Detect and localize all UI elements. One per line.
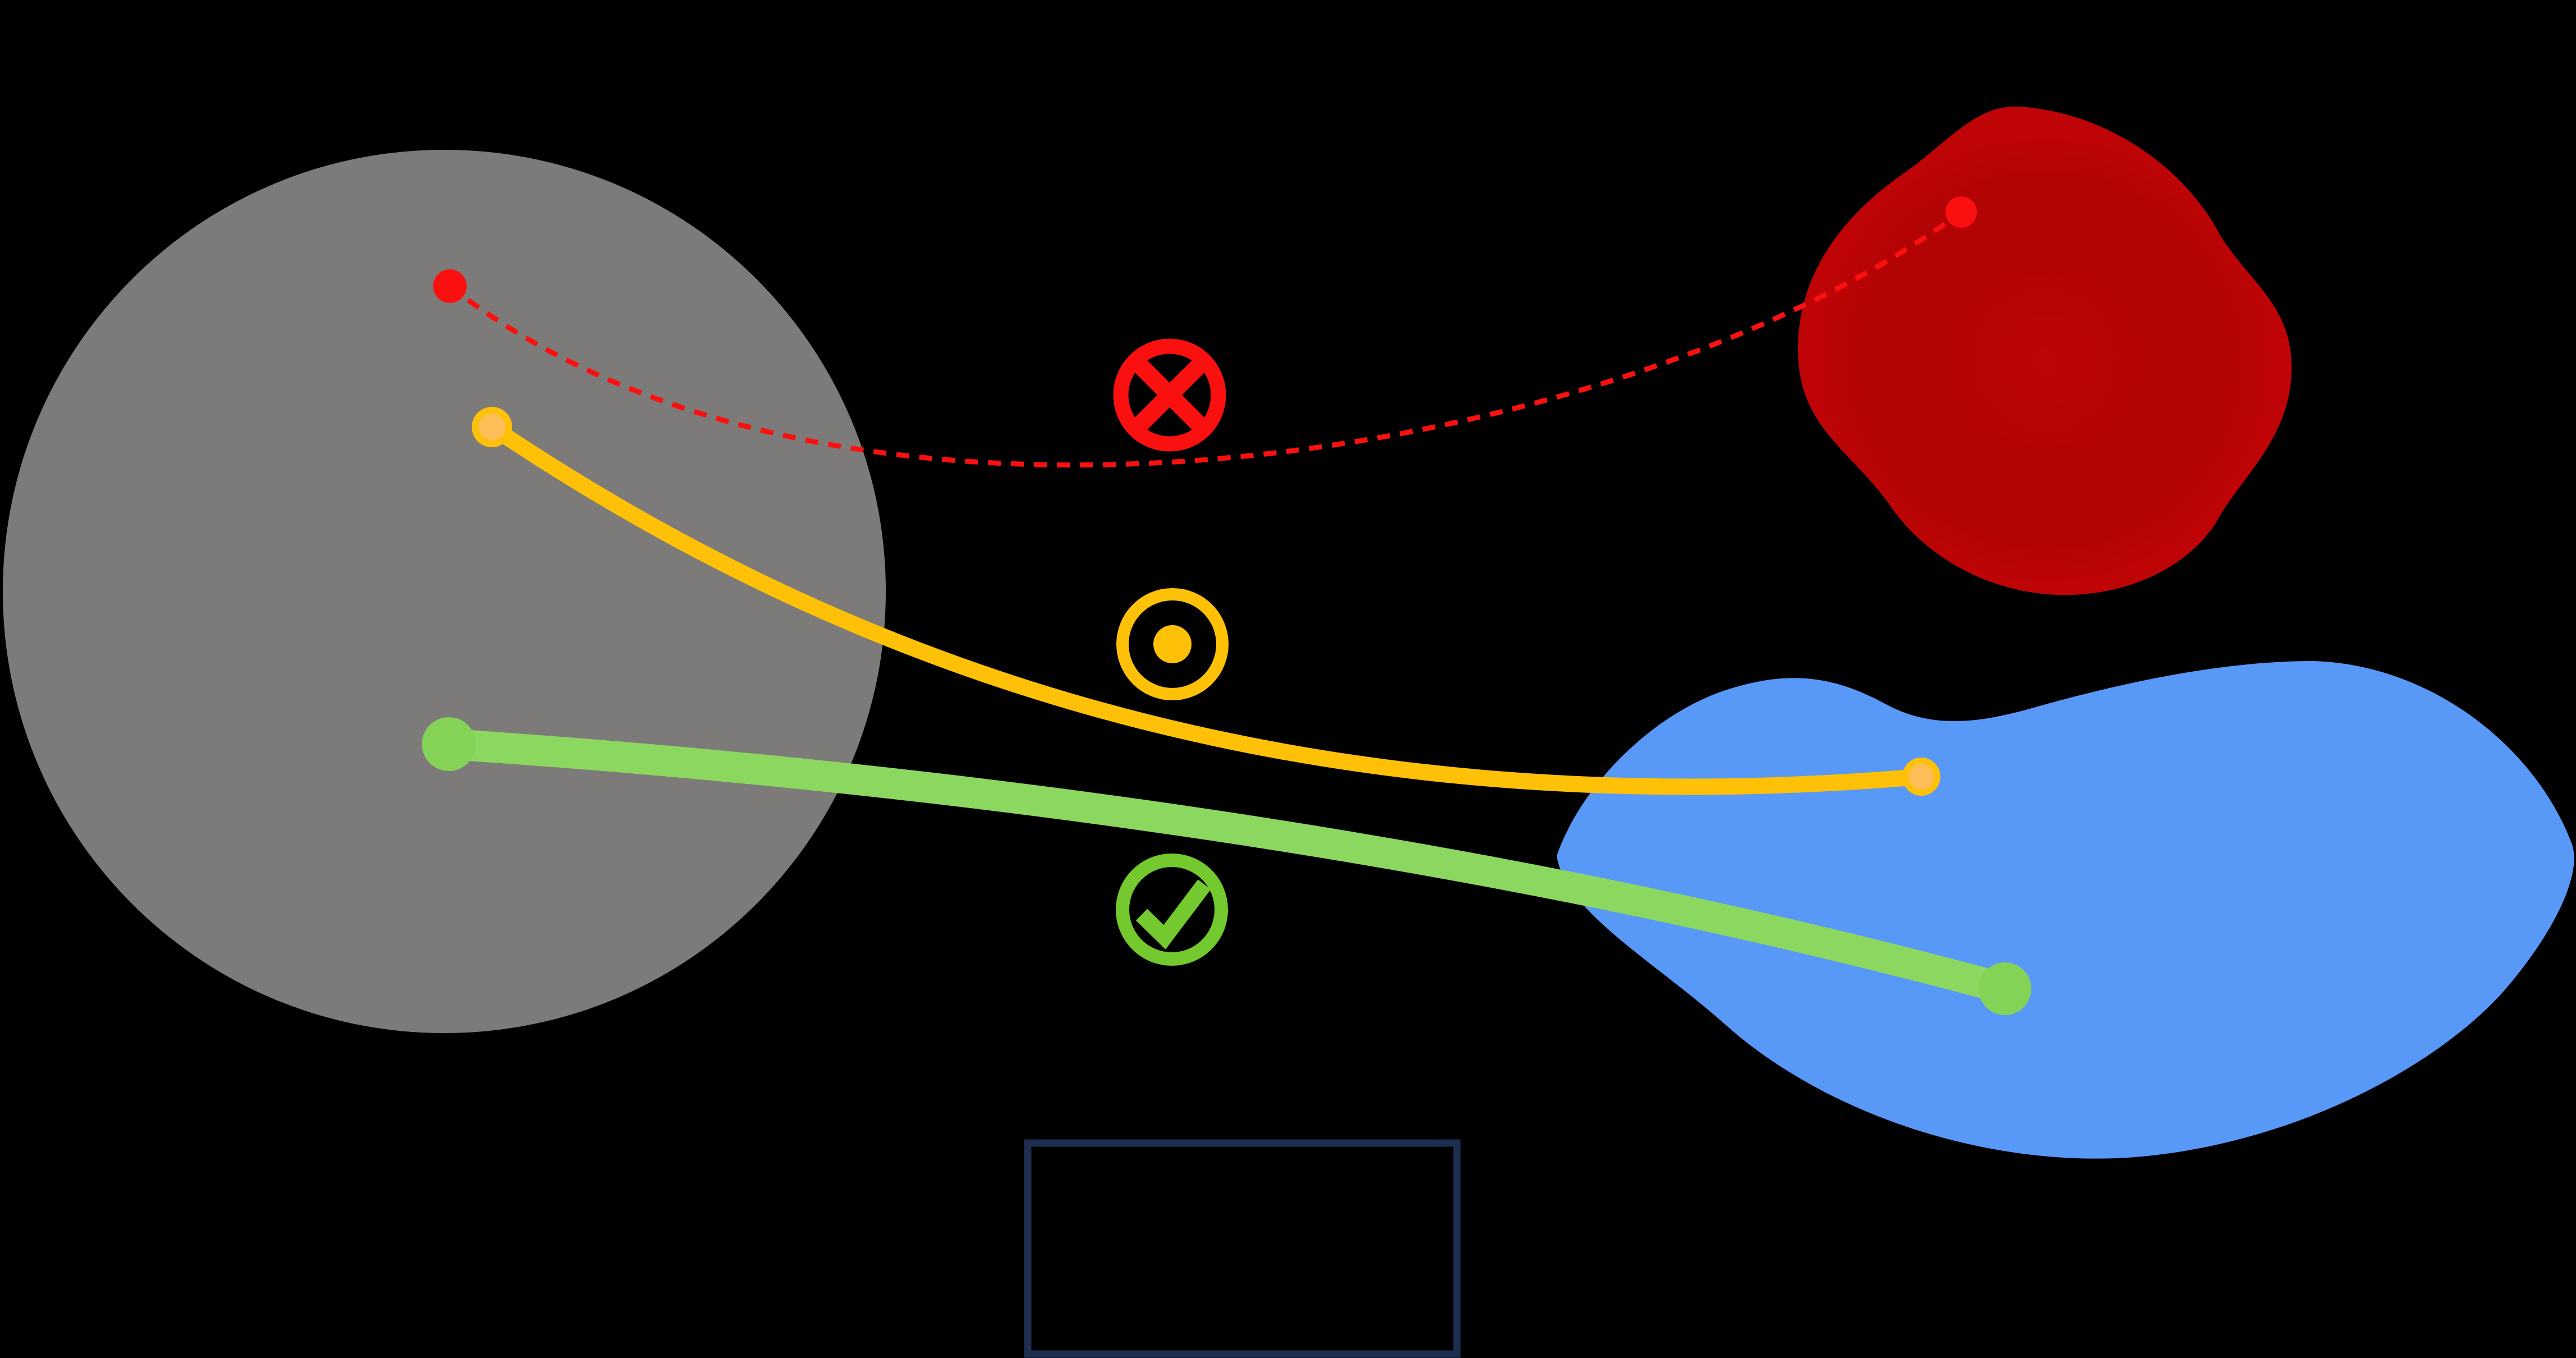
green-link-end-dot: [1979, 962, 2031, 1015]
red-blob-region: [1798, 106, 2292, 595]
red-link-end-dot: [1945, 196, 1977, 228]
amber-link-end-dot: [1902, 758, 1940, 796]
check-circle-ring: [1116, 854, 1228, 966]
gray-circle-region: [3, 150, 886, 1033]
legend-box: [1024, 1139, 1461, 1358]
red-link: [433, 196, 1977, 468]
cross-glyph: [1131, 356, 1208, 434]
cross-circle-ring: [1113, 338, 1226, 452]
amber-link-curve: [484, 419, 1930, 795]
check-glyph: [1135, 879, 1211, 949]
check-circle-icon: [1116, 854, 1228, 966]
green-link-curve: [433, 728, 2021, 1004]
dot-circle-ring: [1116, 588, 1229, 700]
green-link: [422, 717, 2031, 1015]
amber-link-start-dot: [472, 407, 512, 447]
cross-circle-icon: [1113, 338, 1226, 452]
green-link-start-dot: [422, 717, 476, 771]
amber-link: [472, 407, 1940, 796]
dot-circle-center-dot: [1153, 625, 1192, 663]
red-link-start-dot: [433, 269, 467, 303]
dot-circle-icon: [1116, 588, 1229, 700]
red-link-curve: [448, 210, 1963, 468]
